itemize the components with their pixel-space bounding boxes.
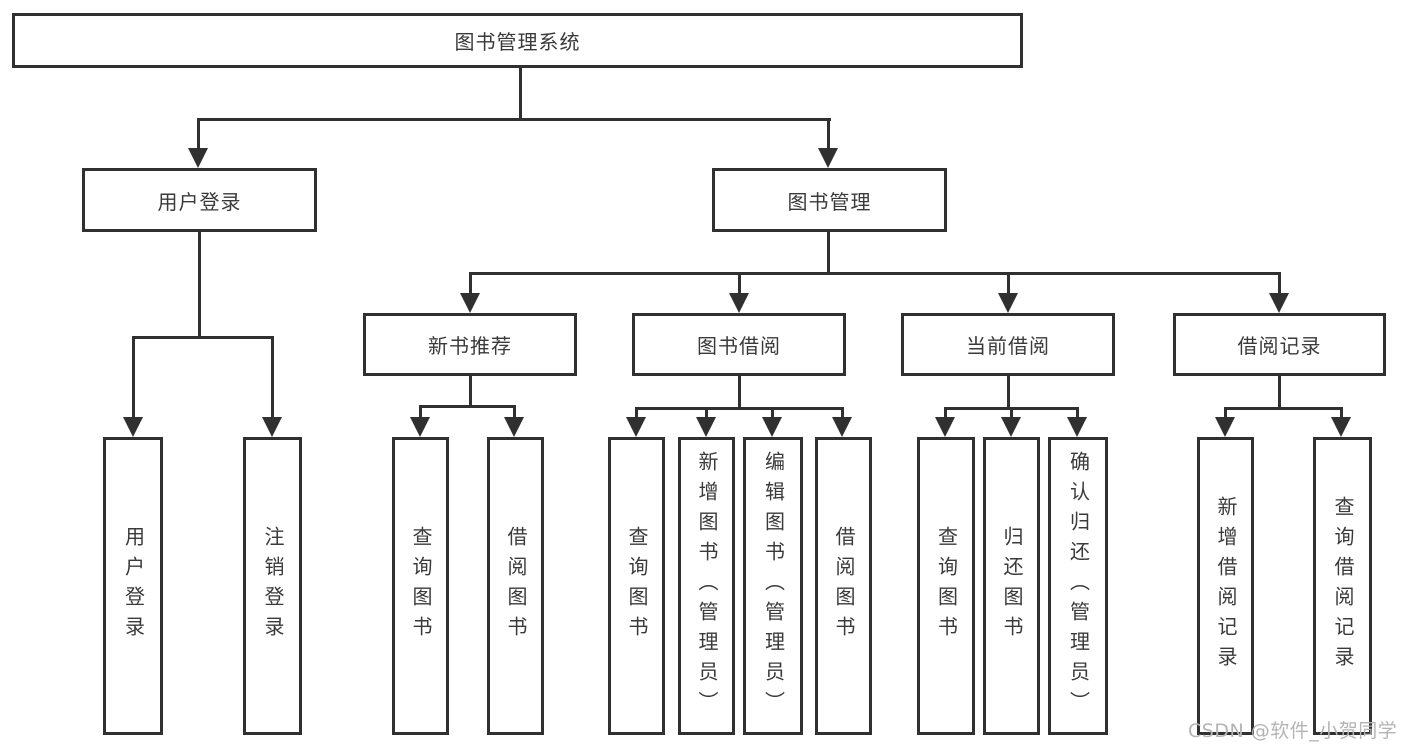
node-user-login-label: 用户登录 [157,189,242,214]
connector-line [827,118,830,148]
connector-arrow-icon [262,417,282,437]
leaf-current-return-book-label: 归还图书 [1000,526,1024,646]
connector-line [198,232,201,336]
leaf-recommend-borrow-book: 借阅图书 [487,437,544,735]
connector-line [132,336,135,417]
connector-line [419,405,422,417]
node-borrow-records: 借阅记录 [1173,313,1386,376]
leaf-records-query-record-label: 查询借阅记录 [1331,496,1355,676]
leaf-borrow-edit-book-label: 编辑图书（管理员） [761,451,786,721]
leaf-borrow-query-book: 查询图书 [608,437,665,735]
connector-line [197,118,831,121]
connector-arrow-icon [935,417,955,437]
node-root-library-system: 图书管理系统 [12,13,1023,68]
connector-line [841,407,844,417]
connector-arrow-icon [729,293,749,313]
connector-arrow-icon [762,417,782,437]
connector-arrow-icon [1067,417,1087,437]
leaf-borrow-borrow-book-label: 借阅图书 [832,526,856,646]
connector-line [635,407,638,417]
connector-line [738,376,741,407]
leaf-recommend-query-book-label: 查询图书 [409,526,433,646]
connector-line [1278,376,1281,407]
connector-line [1010,407,1013,417]
node-new-book-recommend: 新书推荐 [363,313,577,376]
connector-line [469,376,472,405]
connector-line [197,118,200,148]
leaf-borrow-edit-book: 编辑图书（管理员） [743,437,803,735]
leaf-current-confirm-return: 确认归还（管理员） [1048,437,1108,735]
connector-arrow-icon [1215,417,1235,437]
connector-line [827,232,830,272]
connector-line [1224,407,1227,417]
connector-arrow-icon [696,417,716,437]
leaf-current-query-book: 查询图书 [917,437,975,735]
node-book-mgmt: 图书管理 [712,168,947,232]
connector-line [705,407,708,417]
connector-line [1340,407,1343,417]
connector-line [635,407,844,410]
connector-arrow-icon [818,148,838,168]
node-current-borrow-label: 当前借阅 [966,334,1050,358]
node-new-book-recommend-label: 新书推荐 [428,334,512,358]
connector-line [771,407,774,417]
leaf-records-query-record: 查询借阅记录 [1313,437,1372,735]
connector-arrow-icon [1331,417,1351,437]
node-borrow-records-label: 借阅记录 [1237,334,1322,358]
connector-arrow-icon [123,417,143,437]
leaf-borrow-query-book-label: 查询图书 [625,526,649,646]
leaf-logout-label: 注销登录 [261,526,285,646]
connector-arrow-icon [998,293,1018,313]
connector-arrow-icon [460,293,480,313]
connector-arrow-icon [626,417,646,437]
connector-line [738,272,741,293]
leaf-borrow-add-book: 新增图书（管理员） [678,437,735,735]
connector-line [271,336,274,417]
connector-line [1007,272,1010,293]
leaf-recommend-query-book: 查询图书 [392,437,449,735]
node-current-borrow: 当前借阅 [901,313,1115,376]
connector-arrow-icon [504,417,524,437]
connector-line [519,68,522,118]
node-book-mgmt-label: 图书管理 [787,189,872,214]
connector-line [469,272,472,293]
connector-line [469,272,1281,275]
connector-arrow-icon [1001,417,1021,437]
leaf-borrow-borrow-book: 借阅图书 [815,437,872,735]
connector-line [513,405,516,417]
node-user-login: 用户登录 [82,168,317,232]
connector-line [1076,407,1079,417]
leaf-logout: 注销登录 [243,437,302,735]
node-root-label: 图书管理系统 [454,30,581,54]
connector-arrow-icon [1269,293,1289,313]
leaf-user-login-label: 用户登录 [121,526,146,646]
leaf-current-return-book: 归还图书 [983,437,1040,735]
connector-line [1278,272,1281,293]
leaf-current-confirm-return-label: 确认归还（管理员） [1066,451,1091,721]
connector-arrow-icon [188,148,208,168]
leaf-current-query-book-label: 查询图书 [934,526,959,646]
node-book-borrow: 图书借阅 [632,313,846,376]
node-book-borrow-label: 图书借阅 [697,334,781,358]
connector-arrow-icon [832,417,852,437]
csdn-watermark: CSDN @软件_小贺同学 [1188,720,1398,742]
connector-line [944,407,947,417]
connector-line [1224,407,1343,410]
connector-line [132,336,273,339]
connector-line [1007,376,1010,407]
connector-arrow-icon [410,417,430,437]
leaf-user-login: 用户登录 [103,437,163,735]
leaf-records-add-record-label: 新增借阅记录 [1214,496,1238,676]
leaf-records-add-record: 新增借阅记录 [1197,437,1254,735]
connector-line [419,405,516,408]
leaf-recommend-borrow-book-label: 借阅图书 [504,526,528,646]
leaf-borrow-add-book-label: 新增图书（管理员） [695,451,719,721]
